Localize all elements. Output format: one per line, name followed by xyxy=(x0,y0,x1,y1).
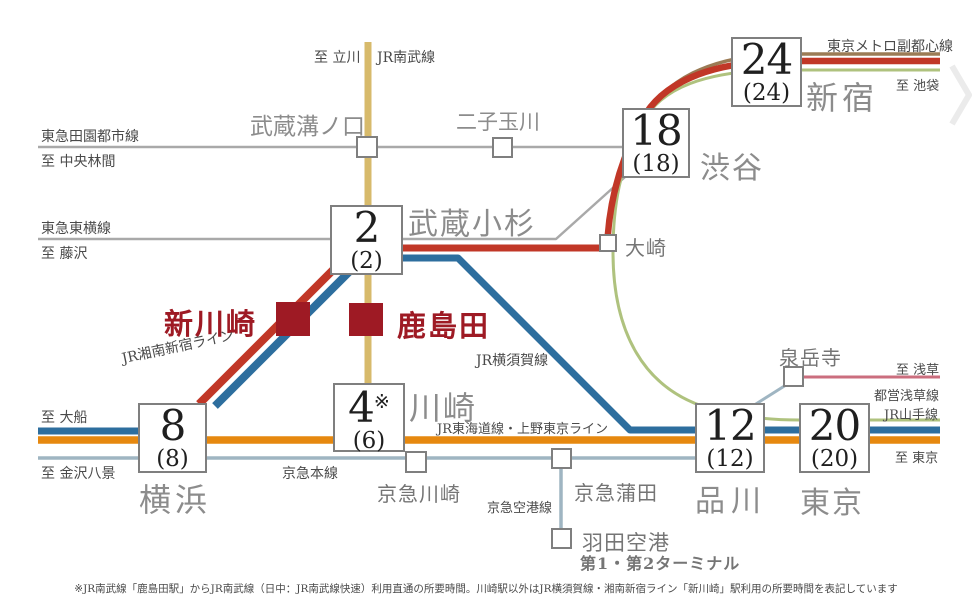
time-box-shibuya: 18 (18) xyxy=(622,108,690,178)
footnote-marker: ※ xyxy=(373,391,390,413)
station-label-musashimizonokuchi: 武蔵溝ノ口 xyxy=(250,114,365,140)
line-label-to-ofuna: 至 大船 xyxy=(41,410,88,426)
time-box-yokohama: 8 (8) xyxy=(138,403,207,473)
line-label-asakusa-line: 都営浅草線 xyxy=(874,389,940,404)
line-label-yokosuka: JR横須賀線 xyxy=(476,353,549,369)
time-value: 18 xyxy=(630,105,682,155)
line-label-nambu: JR南武線 xyxy=(377,50,436,66)
time-value: 24 xyxy=(740,34,793,84)
line-label-to-kanazawahakkei: 至 金沢八景 xyxy=(41,466,116,482)
station-label-yokohama: 横浜 xyxy=(139,481,212,519)
station-label-shinkawasaki: 新川崎 xyxy=(164,307,258,341)
station-label-tokyo: 東京 xyxy=(800,486,864,521)
time-box-kawasaki: 4※ (6) xyxy=(333,383,405,454)
station-label-kashimada: 鹿島田 xyxy=(397,309,491,343)
line-label-fukutoshin: 東京メトロ副都心線 xyxy=(827,39,953,55)
station-label-osaki: 大崎 xyxy=(625,236,667,260)
line-label-to-ikebukuro: 至 池袋 xyxy=(896,79,940,94)
station-label-shinjuku: 新宿 xyxy=(806,79,879,117)
station-marker-keikyu-kamata xyxy=(551,448,572,469)
time-alt-value: (24) xyxy=(742,79,791,106)
line-label-toyoko: 東急東横線 xyxy=(41,221,111,237)
line-label-yamanote: JR山手線 xyxy=(884,408,938,423)
time-box-shinagawa: 12 (12) xyxy=(695,403,765,473)
line-label-tokaido: JR東海道線・上野東京ライン xyxy=(437,422,608,437)
time-value: 20 xyxy=(808,400,861,450)
station-marker-musashimizonokuchi xyxy=(356,136,378,158)
time-alt-value: (6) xyxy=(352,428,386,454)
station-label-kawasaki: 川崎 xyxy=(409,389,478,427)
station-label-keikyu-kawasaki: 京急川崎 xyxy=(377,482,461,506)
time-value: 2 xyxy=(353,202,381,252)
station-marker-keikyu-kawasaki xyxy=(405,451,427,473)
station-label-musashikosugi: 武蔵小杉 xyxy=(408,207,536,242)
line-label-keikyu-main: 京急本線 xyxy=(282,466,338,482)
time-box-tokyo: 20 (20) xyxy=(799,403,870,473)
time-alt-value: (2) xyxy=(350,247,383,274)
station-marker-osaki xyxy=(599,234,617,252)
station-label-futakotamagawa: 二子玉川 xyxy=(456,110,540,134)
footnote: ※JR南武線「鹿島田駅」からJR南武線（日中：JR南武線快速）利用直通の所要時間… xyxy=(74,583,898,595)
time-alt-value: (18) xyxy=(632,150,680,177)
time-alt-value: (8) xyxy=(156,445,189,472)
jr-yokosuka-to-shinagawa-path xyxy=(376,254,940,434)
station-label-sengakuji: 泉岳寺 xyxy=(779,346,842,370)
line-label-to-chuorinkan: 至 中央林間 xyxy=(41,154,116,170)
station-label-haneda-terminal: 第1・第2ターミナル xyxy=(580,554,741,573)
time-box-shinjuku: 24 (24) xyxy=(731,37,802,107)
station-label-shinagawa: 品川 xyxy=(695,484,767,519)
jr-shonan-shinjuku-diagonal-path xyxy=(196,259,344,407)
line-label-to-fujisawa: 至 藤沢 xyxy=(41,246,88,262)
station-marker-shinkawasaki xyxy=(276,302,310,336)
tokyu-toyoko-line-path xyxy=(38,176,626,241)
line-label-to-tokyo: 至 東京 xyxy=(895,451,939,466)
line-label-to-tachikawa: 至 立川 xyxy=(314,50,361,66)
station-marker-futakotamagawa xyxy=(492,137,513,158)
station-marker-kashimada xyxy=(349,303,383,336)
station-label-haneda: 羽田空港 xyxy=(582,531,670,555)
station-marker-haneda xyxy=(551,528,572,549)
time-alt-value: (20) xyxy=(810,445,859,472)
background-chevron-icon xyxy=(949,64,972,126)
time-box-musashikosugi: 2 (2) xyxy=(330,205,403,275)
time-value: 12 xyxy=(704,400,756,450)
station-label-shibuya: 渋谷 xyxy=(700,151,764,186)
line-label-keikyu-airport: 京急空港線 xyxy=(487,501,553,516)
line-label-denentoshi: 東急田園都市線 xyxy=(41,129,139,145)
line-label-to-asakusa: 至 浅草 xyxy=(896,363,940,378)
station-label-keikyu-kamata: 京急蒲田 xyxy=(574,481,658,505)
time-alt-value: (12) xyxy=(706,445,754,472)
time-value: 8 xyxy=(159,400,187,450)
station-marker-sengakuji xyxy=(783,366,804,387)
time-value: 4※ xyxy=(348,383,390,432)
